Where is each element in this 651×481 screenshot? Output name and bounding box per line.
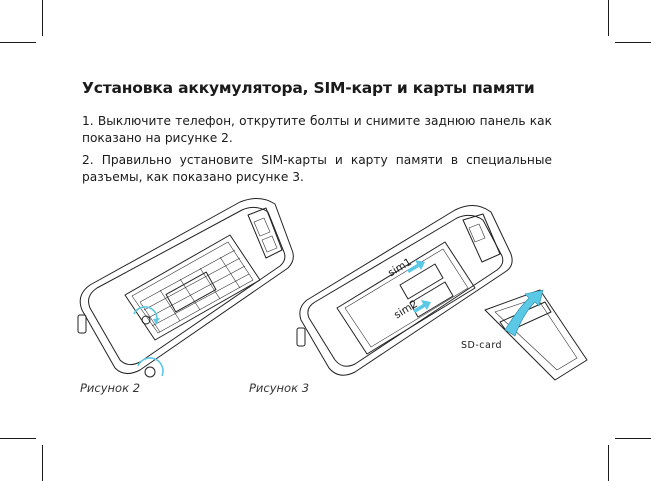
figure-2-illustration (77, 198, 294, 378)
crop-mark-tl-v (42, 0, 43, 36)
phone-body-figure-2 (77, 198, 294, 378)
crop-mark-br-v (608, 445, 609, 481)
curved-up-arrow-icon (504, 289, 544, 337)
crop-mark-bl-h (0, 438, 36, 439)
sd-card-label: SD-card (461, 340, 503, 351)
figure-3-caption: Рисунок 3 (249, 381, 310, 395)
step-2-text: 2. Правильно установите SIM-карты и карт… (82, 153, 552, 184)
crop-mark-tl-h (0, 42, 36, 43)
figure-3-illustration (296, 205, 588, 381)
crop-mark-tr-v (608, 0, 609, 36)
crop-mark-bl-v (42, 445, 43, 481)
rotate-arrow-icon (133, 306, 164, 377)
crop-mark-tr-h (615, 42, 651, 43)
step-1-text: 1. Выключите телефон, открутите болты и … (82, 114, 552, 145)
figure-2-caption: Рисунок 2 (80, 381, 141, 395)
right-arrow-icon (407, 260, 431, 313)
crop-mark-br-h (615, 438, 651, 439)
page-title: Установка аккумулятора, SIM-карт и карты… (82, 79, 535, 97)
sd-card-inset (484, 289, 588, 381)
